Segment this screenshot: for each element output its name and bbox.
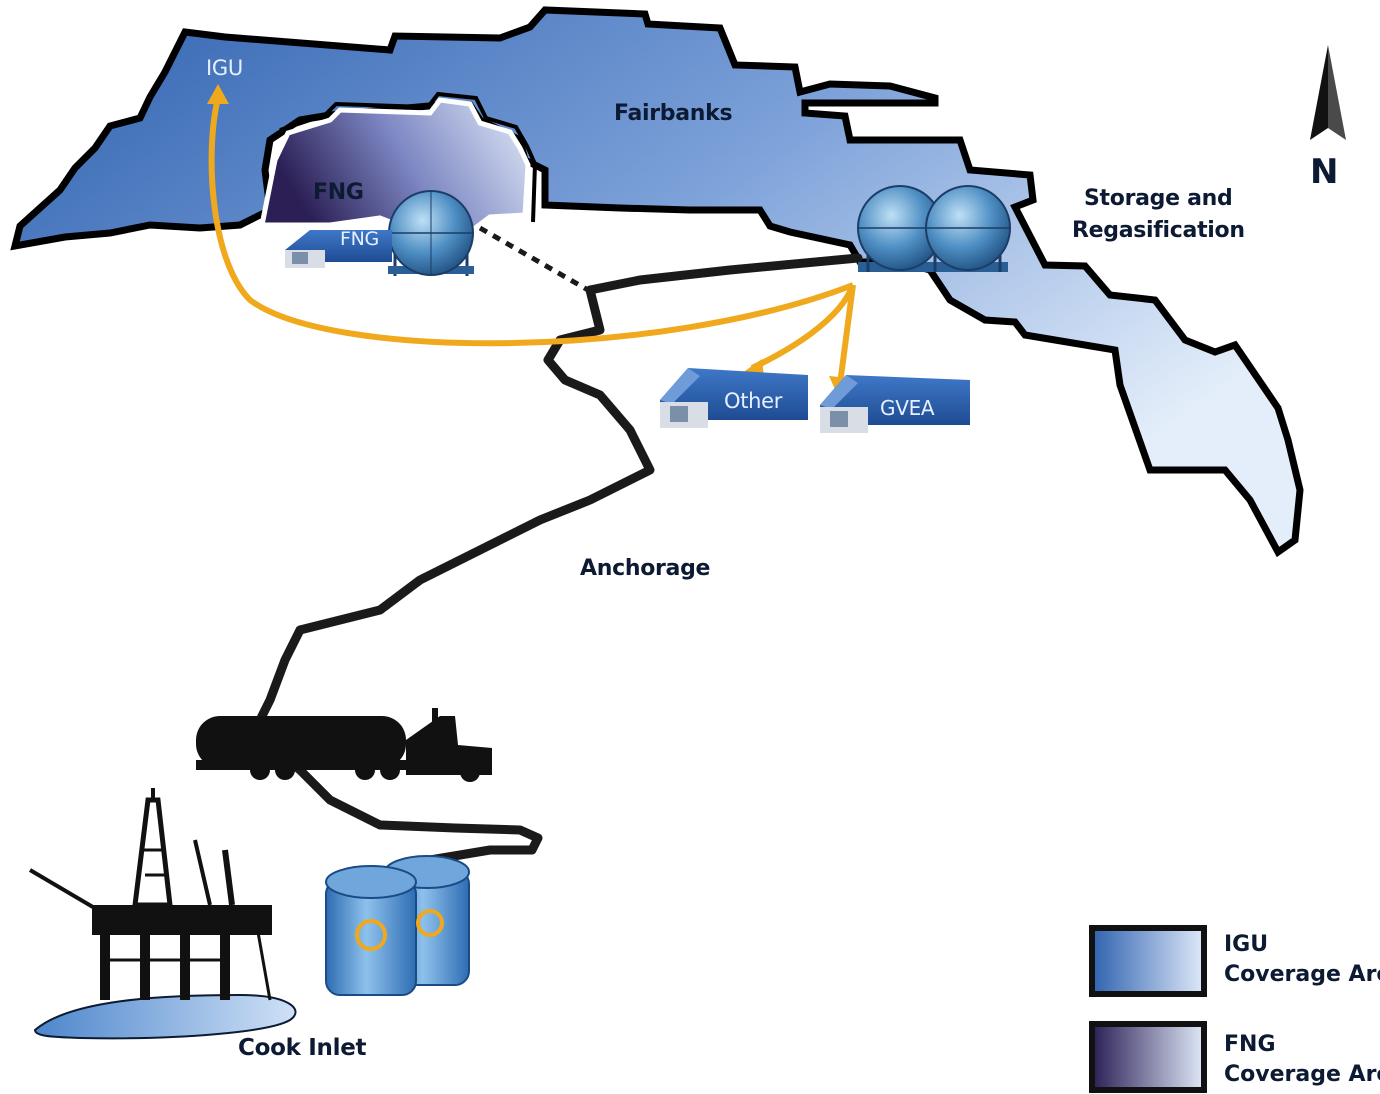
oil-rig-icon	[28, 788, 272, 1001]
regasification-label: Regasification	[1072, 218, 1245, 243]
legend-igu-subtitle: Coverage Are	[1224, 962, 1380, 987]
legend-igu-swatch	[1089, 925, 1207, 997]
lng-tank-icon	[325, 855, 470, 996]
pipeline-dashed-link	[478, 225, 590, 293]
other-label: Other	[724, 389, 783, 413]
fng-area-label: FNG	[313, 180, 364, 205]
legend-fng-subtitle: Coverage Are	[1224, 1062, 1380, 1087]
legend-fng-title: FNG	[1224, 1032, 1276, 1057]
pipeline	[250, 253, 863, 865]
anchorage-label: Anchorage	[580, 556, 711, 581]
gvea-building-icon	[820, 375, 970, 433]
legend-fng-swatch	[1089, 1021, 1207, 1093]
tanker-truck-icon	[196, 708, 492, 782]
flow-arrow-to-gvea	[837, 284, 856, 385]
igu-coverage-area	[10, 6, 1304, 558]
north-label: N	[1310, 152, 1339, 192]
legend-fng-text: FNG Coverage Are	[1224, 1030, 1380, 1090]
legend-igu-text: IGU Coverage Are	[1224, 930, 1380, 990]
cook-inlet-water	[33, 993, 297, 1040]
fng-storage-tank-icon	[388, 190, 474, 276]
north-arrow-icon	[1310, 45, 1346, 140]
flow-arrow-to-igu	[208, 97, 855, 347]
igu-label: IGU	[206, 56, 243, 80]
fairbanks-label: Fairbanks	[614, 101, 733, 126]
fng-building-icon	[285, 230, 392, 268]
fng-coverage-outline	[279, 91, 538, 223]
storage-label: Storage and	[1084, 186, 1233, 211]
fng-coverage-area	[258, 97, 531, 235]
cook-inlet-label: Cook Inlet	[238, 1035, 367, 1061]
fng-building-label: FNG	[340, 228, 379, 250]
gvea-label: GVEA	[880, 396, 935, 420]
flow-arrow-to-other	[750, 283, 856, 371]
other-building-icon	[660, 368, 808, 428]
legend-igu-title: IGU	[1224, 932, 1269, 957]
regasification-tank-icon	[857, 185, 1011, 272]
flow-arrow-head-igu	[207, 84, 229, 104]
